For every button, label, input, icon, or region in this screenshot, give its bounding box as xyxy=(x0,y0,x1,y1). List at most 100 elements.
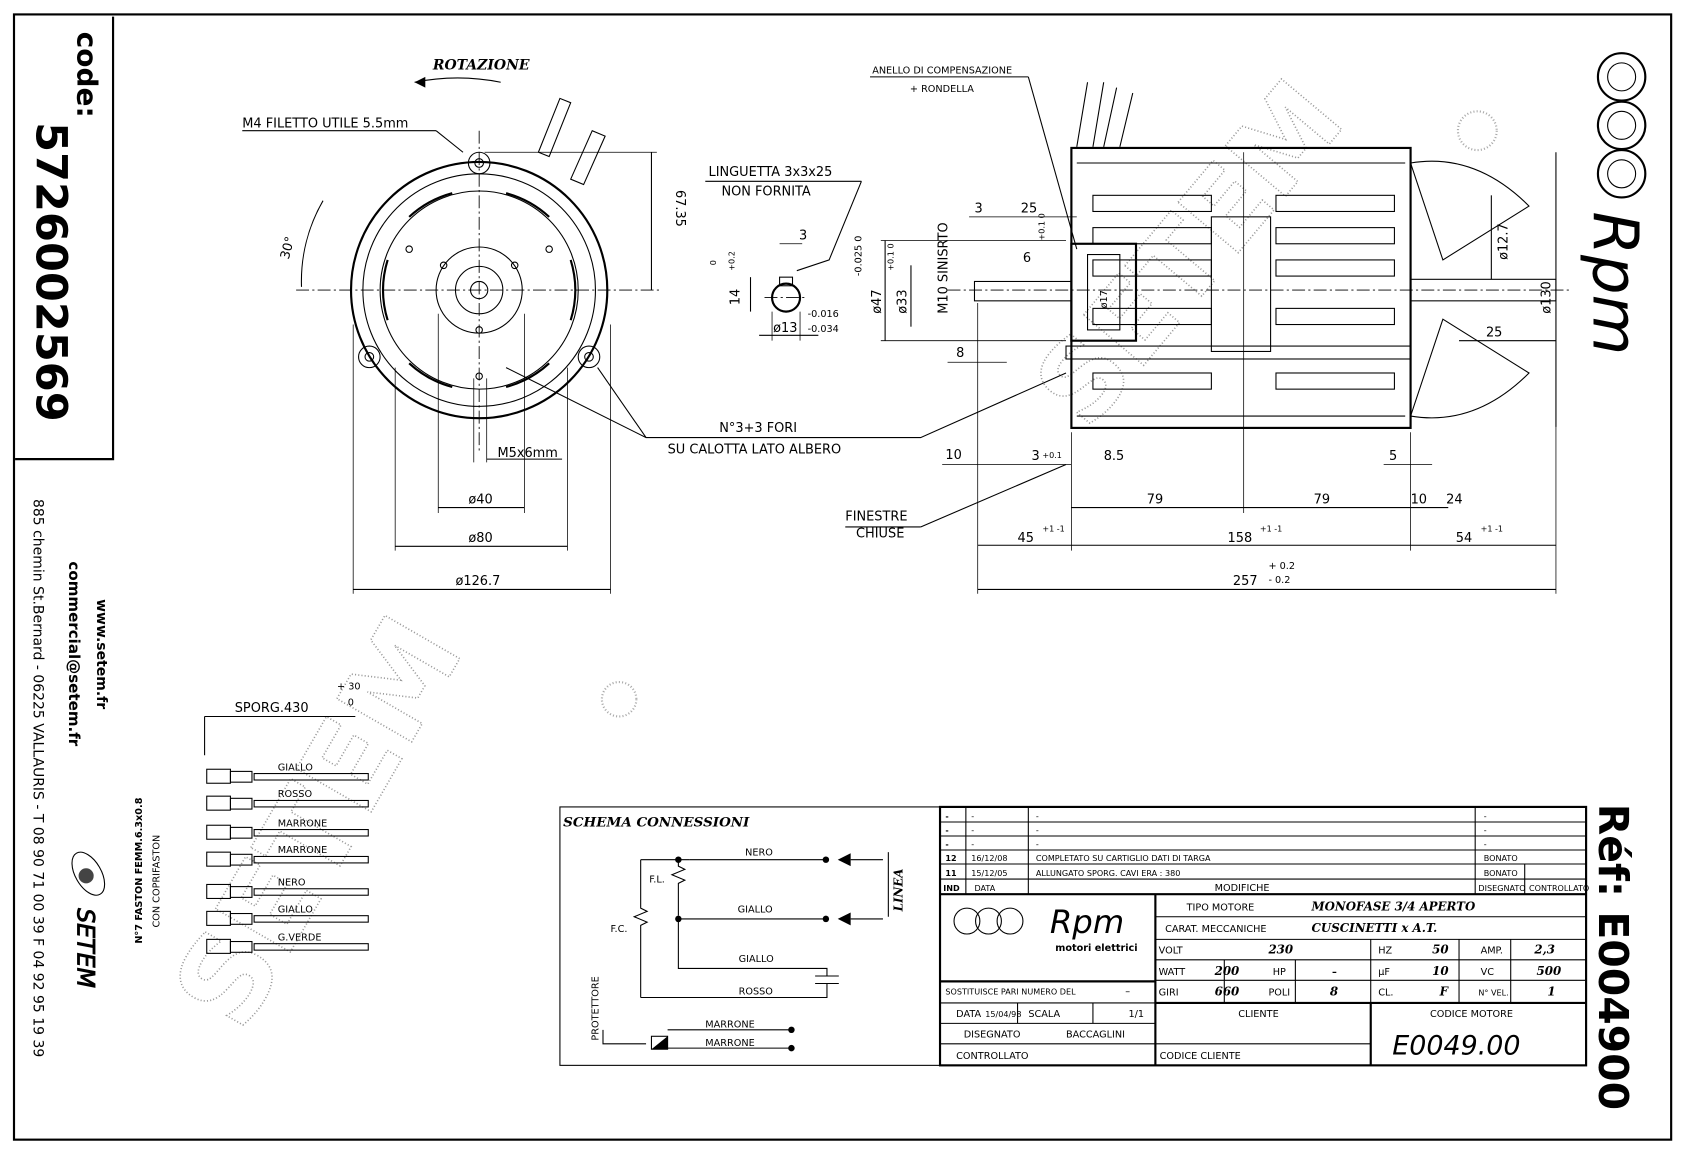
data-label: - xyxy=(971,840,974,849)
brand-label: SETEM xyxy=(72,908,100,988)
d257-label: 257 xyxy=(1233,574,1258,589)
mod-label: - xyxy=(1036,826,1039,835)
d8-label: 8 xyxy=(956,346,964,361)
con-label: CONTROLLATO xyxy=(1529,884,1589,893)
tipo-label: MONOFASE 3/4 APERTO xyxy=(1311,899,1476,913)
data-label: 16/12/08 xyxy=(971,854,1007,863)
wire-label: MARRONE xyxy=(278,818,327,829)
wire-label: GIALLO xyxy=(278,762,313,773)
holes1-label: N°3+3 FORI xyxy=(719,421,797,436)
faston1-label: N°7 FASTON FEMM.6.3x0.8 xyxy=(134,797,145,943)
dia47-label: ø47 xyxy=(870,289,885,313)
revision-row: ---- xyxy=(945,812,1486,821)
dis-label: - xyxy=(1484,840,1487,849)
fl-label: F.L. xyxy=(649,874,665,885)
dis-label: - xyxy=(1484,812,1487,821)
sidebar: code: 5726002569 www.setem.fr commercial… xyxy=(26,32,109,1058)
rosso-label: ROSSO xyxy=(739,986,774,997)
vel-l-label: N° VEL. xyxy=(1478,988,1508,997)
scala-l-label: SCALA xyxy=(1028,1009,1060,1020)
vc-label: 500 xyxy=(1537,964,1562,978)
giallo1-label: GIALLO xyxy=(738,904,773,915)
watermark: SETEM xyxy=(1012,58,1368,449)
d5-label: 5 xyxy=(1389,449,1397,464)
key-section: LINGUETTA 3x3x25 NON FORNITA 3 14 +0.2 0… xyxy=(705,165,862,341)
code-label: code: xyxy=(71,32,104,118)
d10-label: 10 xyxy=(945,448,961,463)
dia130-label: ø130 xyxy=(1540,281,1555,314)
sost-l-label: SOSTITUISCE PARI NUMERO DEL xyxy=(945,987,1076,996)
rpm-logo-small: Rpm motori elettrici xyxy=(953,903,1138,954)
giri-label: 660 xyxy=(1215,984,1240,998)
wire: GIALLO xyxy=(206,904,369,926)
wire-label: GIALLO xyxy=(278,904,313,915)
dis-l-label: DISEGNATO xyxy=(964,1029,1021,1040)
d79b-label: 79 xyxy=(1314,492,1330,507)
dia40-label: ø40 xyxy=(468,492,492,507)
ring2-label: + RONDELLA xyxy=(910,84,974,95)
tol-pm1-label: +1 -1 xyxy=(1260,524,1283,533)
rpm-logo: Rpm xyxy=(1579,52,1652,355)
dia-label: ø13 xyxy=(773,321,797,336)
dia126-label: ø126.7 xyxy=(455,574,500,589)
hz-label: 50 xyxy=(1432,942,1449,956)
mod-label: - xyxy=(1036,812,1039,821)
revision-row: ---- xyxy=(945,826,1486,835)
con-l-label: CONTROLLATO xyxy=(956,1051,1029,1062)
watt-label: 200 xyxy=(1214,964,1240,978)
giri-l-label: GIRI xyxy=(1159,987,1179,998)
dis-label: - xyxy=(1484,826,1487,835)
d158-label: 158 xyxy=(1228,531,1253,546)
side-view: ANELLO DI COMPENSAZIONE + RONDELLA 3 25 … xyxy=(845,66,1573,594)
wire: G.VERDE xyxy=(206,932,369,954)
front-view: ROTAZIONE M4 FILETTO UTILE 5.5mm 30° 67.… xyxy=(242,57,1067,594)
dis-label: BACCAGLINI xyxy=(1066,1029,1125,1040)
cliente-l-label: CLIENTE xyxy=(1238,1009,1278,1020)
hz-l-label: HZ xyxy=(1378,945,1392,956)
dia33-label: ø33 xyxy=(896,289,911,313)
wire-label: MARRONE xyxy=(278,845,327,856)
marrone1-label: MARRONE xyxy=(705,1020,754,1031)
cod-mot-l-label: CODICE MOTORE xyxy=(1430,1009,1513,1020)
nero-label: NERO xyxy=(745,847,773,858)
poli-label: 8 xyxy=(1330,984,1338,998)
win2-label: CHIUSE xyxy=(856,527,904,542)
logo-sub-label: motori elettrici xyxy=(1055,943,1137,954)
volt-l-label: VOLT xyxy=(1159,945,1183,956)
d85-label: 8.5 xyxy=(1104,449,1125,464)
amp-label: 2,3 xyxy=(1533,942,1555,956)
address: 885 chemin St.Bernard - 06225 VALLAURIS … xyxy=(29,499,45,1057)
vel-label: 1 xyxy=(1547,984,1555,998)
fc-label: F.C. xyxy=(611,924,628,935)
dis-label: DISEGNATO xyxy=(1478,884,1525,893)
setem-logo: SETEM xyxy=(71,851,106,988)
data-label: - xyxy=(971,812,974,821)
watt-l-label: WATT xyxy=(1159,967,1186,978)
l2-label: NON FORNITA xyxy=(721,184,810,199)
d24-label: 24 xyxy=(1446,492,1462,507)
h-tol-lo-label: 0 xyxy=(709,260,718,265)
dia17-label: ø17 xyxy=(1099,290,1110,308)
hp-label: – xyxy=(1332,967,1337,978)
angle-label: 30° xyxy=(278,235,298,261)
carat-label-label: CARAT. MECCANICHE xyxy=(1165,924,1266,935)
logo-label: Rpm xyxy=(1579,211,1652,355)
cable-harness: SPORG.430 + 30 0 GIALLOROSSOMARRONEMARRO… xyxy=(134,682,369,954)
ind-label: - xyxy=(945,840,948,849)
dia127-label: ø12.7 xyxy=(1496,223,1511,260)
drawing-frame xyxy=(12,13,1673,1141)
code-box xyxy=(15,16,115,461)
ind-label: IND xyxy=(943,884,960,893)
sporg-tol-lo-label: 0 xyxy=(348,698,354,709)
h-label: 14 xyxy=(729,289,744,305)
ind-label: - xyxy=(945,812,948,821)
dia-tol-up-label: -0.016 xyxy=(808,309,839,320)
tol-pm1-label: +1 -1 xyxy=(1042,524,1065,533)
wire-label: NERO xyxy=(278,878,306,889)
d54-label: 54 xyxy=(1456,531,1472,546)
d257-tol-up-label: + 0.2 xyxy=(1268,561,1295,572)
